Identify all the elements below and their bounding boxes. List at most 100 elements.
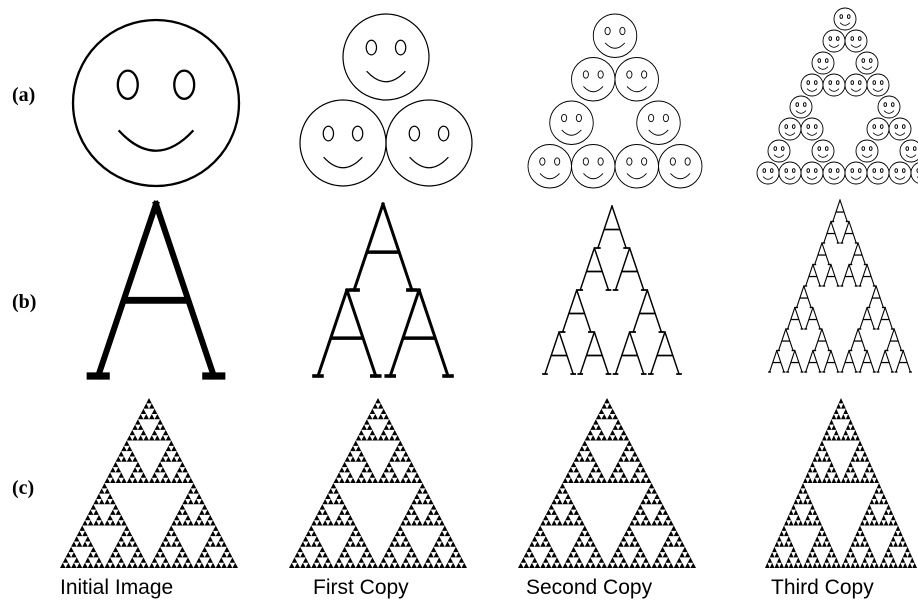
sierpinski-cell [537, 526, 543, 531]
sierpinski-cell [339, 552, 345, 557]
sierpinski-cell [205, 520, 211, 525]
letter-a [840, 222, 857, 244]
sierpinski-cell [872, 472, 877, 477]
sierpinski-cell [668, 563, 674, 568]
sierpinski-cell [317, 563, 323, 568]
smiley-right-eye [836, 169, 839, 173]
sierpinski-cell [71, 563, 77, 568]
sierpinski-cell [334, 563, 340, 568]
sierpinski-cell [574, 478, 580, 483]
sierpinski-cell [445, 541, 451, 546]
letter-a-left-stroke [806, 351, 813, 373]
sierpinski-cell [851, 541, 856, 546]
smiley-right-eye [663, 114, 668, 121]
sierpinski-cell [535, 563, 541, 568]
sierpinski-cell [166, 541, 172, 546]
sierpinski-cell [590, 467, 596, 472]
smiley-right-eye [685, 158, 690, 165]
sierpinski-cell [160, 541, 166, 546]
sierpinski-cell [624, 456, 630, 461]
letter-a-left-stroke [851, 329, 858, 351]
letter-a-right-stroke [813, 265, 820, 287]
sierpinski-cell [585, 541, 591, 546]
sierpinski-cell [674, 563, 680, 568]
sierpinski-cell [889, 520, 894, 525]
sierpinski-cell [791, 547, 796, 552]
sierpinski-cell [898, 541, 903, 546]
sierpinski-cell [872, 557, 877, 562]
sierpinski-cell [378, 403, 384, 408]
sierpinski-cell [160, 563, 166, 568]
sierpinski-cell [817, 531, 822, 536]
sierpinski-cell [775, 552, 780, 557]
sierpinski-cell [77, 563, 83, 568]
sierpinski-cell [579, 531, 585, 536]
sierpinski-cell [668, 531, 674, 536]
smiley-face [572, 145, 616, 189]
sierpinski-cell [138, 563, 144, 568]
smiley-face [659, 145, 703, 189]
sierpinski-cell [822, 478, 827, 483]
sierpinski-cell [846, 435, 851, 440]
sierpinski-cell [361, 456, 367, 461]
sierpinski-cell [96, 557, 102, 562]
smiley-left-eye [851, 37, 854, 41]
smiley-mouth [818, 67, 828, 70]
sierpinski-cell [593, 462, 599, 467]
sierpinski-cell [113, 547, 119, 552]
sierpinski-cell [361, 435, 367, 440]
sierpinski-cell [132, 541, 138, 546]
letter-a [886, 329, 903, 351]
sierpinski-cell [858, 441, 863, 446]
sierpinski-cell [786, 557, 791, 562]
sierpinski-cell [624, 446, 630, 451]
sierpinski-cell [370, 557, 376, 562]
smiley-face [572, 58, 616, 102]
letter-a-left-stroke [824, 265, 831, 287]
sierpinski-cell [127, 541, 133, 546]
sierpinski-cell [322, 510, 328, 515]
letter-a-right-stroke [903, 351, 910, 373]
sierpinski-cell [789, 510, 794, 515]
letter-a [822, 351, 839, 373]
sierpinski-cell [657, 499, 663, 504]
letter-a [777, 329, 794, 351]
smiley-mouth [807, 89, 817, 92]
sierpinski-cell [163, 430, 169, 435]
sierpinski-cell [663, 563, 669, 568]
smiley-head [779, 118, 801, 140]
sierpinski-cell [77, 541, 83, 546]
letter-a-right-stroke [647, 290, 661, 332]
letter-a-left-stroke [788, 351, 795, 373]
sierpinski-cell [356, 456, 362, 461]
sierpinski-cell [690, 563, 696, 568]
smiley-left-eye [906, 147, 909, 151]
sierpinski-cell [836, 563, 841, 568]
smiley-right-eye [836, 37, 839, 41]
sierpinski-cell [851, 435, 856, 440]
letter-a-left-stroke [878, 351, 885, 373]
smiley-face [779, 118, 801, 140]
sierpinski-cell [118, 557, 124, 562]
sierpinski-cell [613, 425, 619, 430]
smiley-head [845, 30, 867, 52]
sierpinski-cell [803, 520, 808, 525]
sierpinski-cell [808, 563, 813, 568]
sierpinski-cell [794, 563, 799, 568]
sierpinski-cell [400, 446, 406, 451]
sierpinski-cell [618, 425, 624, 430]
letter-a [595, 206, 629, 248]
sierpinski-cell [417, 520, 423, 525]
sierpinski-cell [389, 456, 395, 461]
sierpinski-cell [629, 563, 635, 568]
sierpinski-cell [406, 467, 412, 472]
sierpinski-cell [406, 552, 412, 557]
sierpinski-cell [839, 398, 844, 403]
sierpinski-cell [389, 552, 395, 557]
sierpinski-cell [765, 563, 770, 568]
sierpinski-cell [855, 446, 860, 451]
sierpinski-cell [359, 472, 365, 477]
sierpinski-cell [417, 499, 423, 504]
sierpinski-cell [60, 563, 66, 568]
sierpinski-cell [378, 435, 384, 440]
